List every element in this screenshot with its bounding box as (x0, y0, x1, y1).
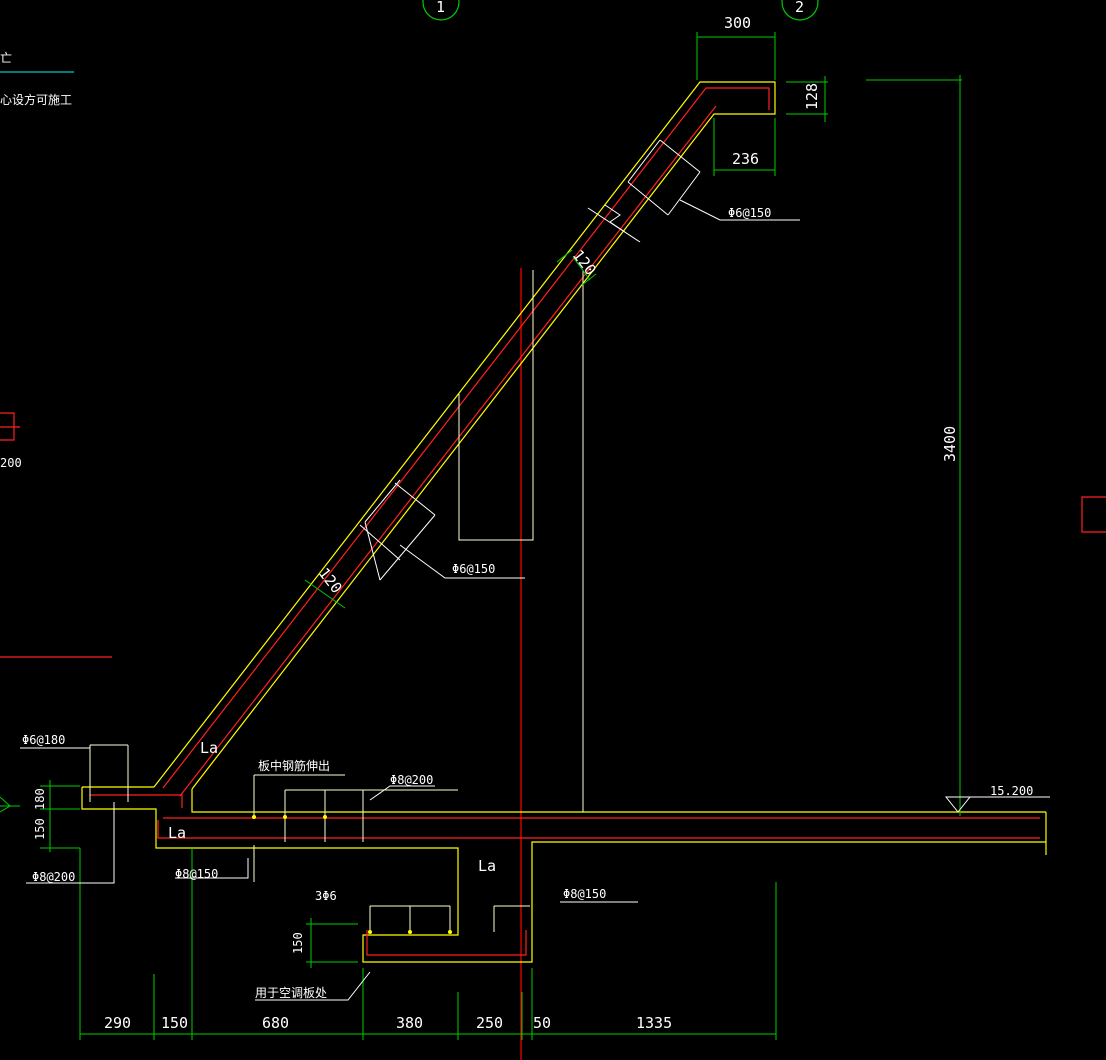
left-fragment-200: 200 (0, 456, 22, 470)
rebar-left-hook (90, 794, 183, 808)
note-fragment: 心设方可施工 (0, 92, 72, 107)
right-red-fragment (1081, 496, 1106, 533)
rebar-bottom (179, 105, 717, 797)
dim-bottom-680: 680 (262, 1014, 289, 1032)
anchor-label-la-1: La (200, 739, 218, 757)
dim-top-thickness: 128 (803, 83, 821, 110)
axis-label-1: 1 (436, 0, 445, 16)
rebar-slab-lower (157, 820, 1040, 839)
note-ac-board: 用于空调板处 (255, 986, 327, 1000)
axis-bubble-1: 1 (422, 0, 460, 21)
rebar-label-slab-top: Φ8@200 (390, 773, 433, 787)
rebar-label-pit-bars: 3Φ6 (315, 889, 337, 903)
anchor-label-la-3: La (478, 857, 496, 875)
dim-bottom-380: 380 (396, 1014, 423, 1032)
dim-bottom-1335: 1335 (636, 1014, 672, 1032)
left-elevation-fragment (0, 796, 11, 813)
rebar-dots (252, 815, 452, 934)
dim-bottom-250: 250 (476, 1014, 503, 1032)
axis-label-2: 2 (795, 0, 804, 16)
dim-slab-thickness-lower: 120 (315, 564, 346, 596)
anchor-label-la-2: La (168, 824, 186, 842)
dim-top-inner: 236 (732, 150, 759, 168)
dim-slab-thickness-upper: 120 (569, 246, 600, 278)
dim-bottom-50: 50 (533, 1014, 551, 1032)
concrete-outline (81, 81, 1047, 963)
leader-lines (20, 199, 800, 1001)
rebar-label-left-top: Φ6@180 (22, 733, 65, 747)
rebar-top (162, 87, 770, 789)
stair-slab-outline (153, 81, 776, 790)
beam-outline-upper (191, 789, 1046, 813)
rebar-detail-lines (89, 270, 584, 932)
dim-pit-150: 150 (291, 932, 305, 954)
rebar-label-slab-bottom: Φ8@150 (175, 867, 218, 881)
note-fragment-mark: 亡 (0, 51, 12, 65)
rebar-pit (366, 930, 527, 956)
distribution-bar-marks (359, 139, 701, 581)
dim-left-180: 180 (33, 788, 47, 810)
axis-bubble-2: 2 (781, 0, 819, 21)
rebar-label-left-bottom: Φ8@200 (32, 870, 75, 884)
elevation-label: 15.200 (990, 784, 1033, 798)
rebar-label-upper: Φ6@150 (728, 206, 771, 220)
rebar-label-pit-right: Φ8@150 (563, 887, 606, 901)
elevation-marker: 15.200 (944, 784, 1050, 813)
rebar-lines (90, 87, 1040, 956)
dim-bottom-150: 150 (161, 1014, 188, 1032)
dim-left-150: 150 (33, 818, 47, 840)
note-slab-rebar-extend: 板中钢筋伸出 (258, 758, 330, 773)
dim-bottom-290: 290 (104, 1014, 131, 1032)
beam-outline-lower (81, 786, 1046, 963)
dim-height-total: 3400 (941, 426, 959, 462)
left-red-fragment (0, 412, 20, 441)
dim-top-width: 300 (724, 14, 751, 32)
dimension-lines (0, 32, 962, 1040)
rebar-label-middle: Φ6@150 (452, 562, 495, 576)
